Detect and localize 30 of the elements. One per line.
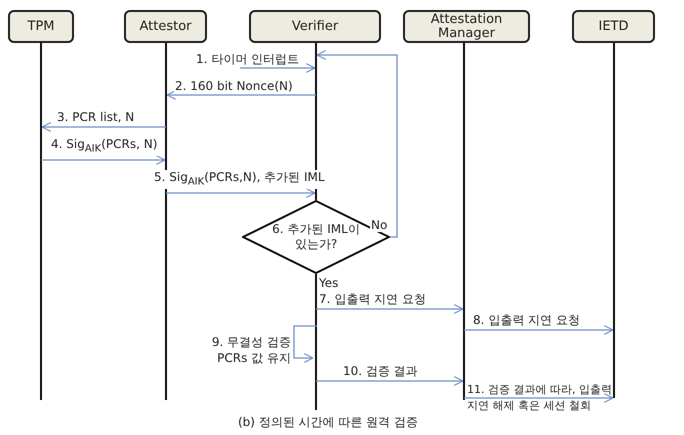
message-label: 2. 160 bit Nonce(N): [174, 79, 294, 93]
message-label: 1. 타이머 인터럽트: [195, 52, 300, 66]
message-arrow: [166, 188, 316, 198]
message-label: 4. Sig$_{AIK}$(PCRs, N): [50, 137, 158, 156]
message-arrow: [166, 90, 316, 100]
message-arrow: [41, 154, 166, 166]
branch-label: Yes: [318, 276, 340, 290]
message-arrow: [240, 62, 316, 74]
message-arrow: [464, 392, 614, 404]
participant-box: IETD: [572, 10, 655, 43]
message-arrow: [293, 325, 317, 364]
message-label: 8. 입출력 지연 요청: [472, 313, 581, 327]
participant-box: Verifier: [249, 10, 381, 43]
message-label: No: [370, 218, 388, 232]
participant-box: TPM: [8, 10, 74, 43]
participant-box: Attestor: [124, 10, 207, 43]
message-label: 11. 검증 결과에 따라, 입출력 지연 해제 혹은 세션 철회: [466, 382, 613, 414]
caption: (b) 정의된 시간에 따른 원격 검증: [238, 414, 418, 431]
message-arrow: [41, 122, 166, 132]
message-label: 9. 무결성 검증 PCRs 값 유지: [210, 334, 292, 366]
message-label: 3. PCR list, N: [56, 110, 136, 124]
message-arrow: [464, 324, 614, 336]
message-label: 7. 입출력 지연 요청: [318, 292, 427, 306]
message-arrow: [316, 376, 464, 386]
message-arrow: [316, 50, 398, 238]
participant-box: Attestation Manager: [403, 10, 530, 43]
decision-text: 6. 추가된 IML이 있는가?: [271, 222, 361, 252]
message-arrow: [316, 304, 464, 314]
message-label: 10. 검증 결과: [342, 364, 419, 378]
message-label: 5. Sig$_{AIK}$(PCRs,N), 추가된 IML: [153, 170, 326, 190]
